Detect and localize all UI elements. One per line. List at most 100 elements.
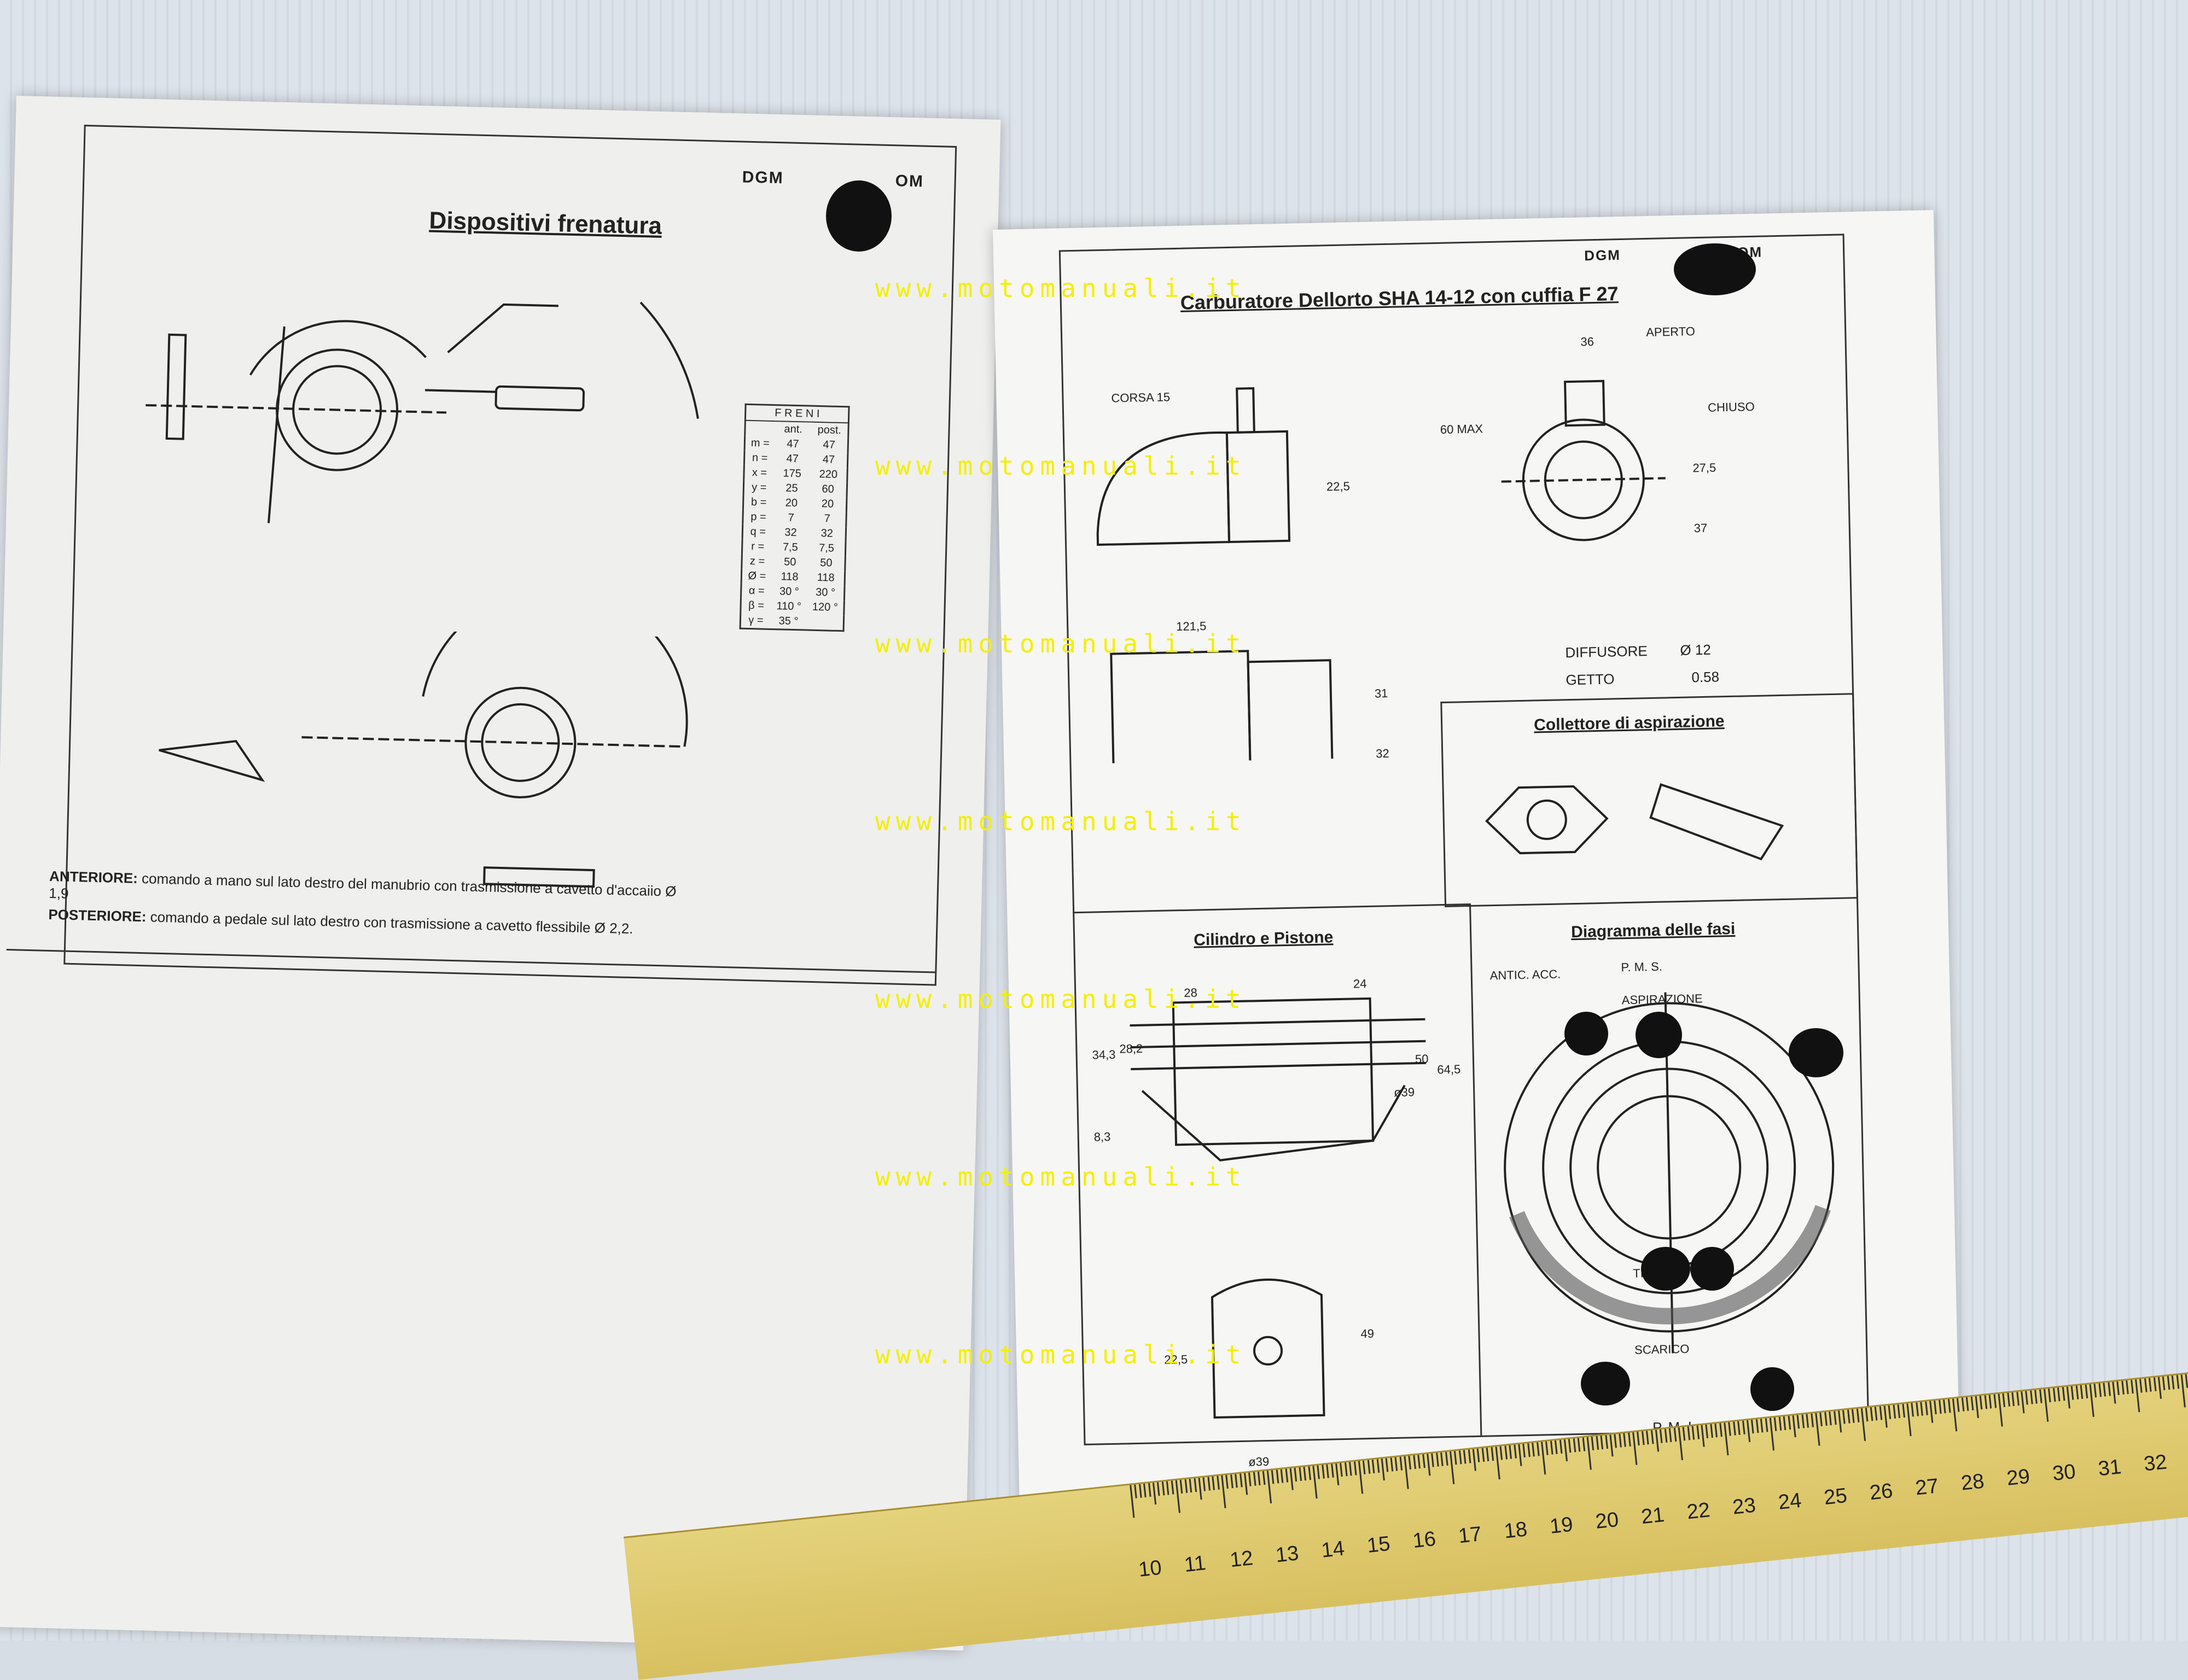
ruler-tick [1769, 1418, 1775, 1451]
ruler-tick [1545, 1441, 1549, 1455]
ruler-tick [1171, 1480, 1174, 1495]
brake-table-col-post: post. [817, 423, 842, 437]
ruler-tick [1248, 1472, 1252, 1486]
ruler-tick [1737, 1421, 1741, 1435]
ruler-tick [2016, 1392, 2020, 1406]
ruler-tick [1678, 1427, 1683, 1461]
ruler-tick [1363, 1460, 1366, 1474]
ruler-tick [1371, 1459, 1375, 1474]
collettore-drawing [1485, 783, 1784, 861]
ruler-number: 14 [1320, 1537, 1346, 1562]
phase-diagram [1504, 992, 1835, 1354]
left-header-suffix: OM [895, 172, 924, 191]
ruler-tick [1202, 1477, 1206, 1491]
ruler-tick [1367, 1460, 1371, 1474]
watermark-text: www.motomanuali.it [875, 984, 1247, 1014]
redaction-blob [1750, 1367, 1794, 1411]
ruler-tick [1577, 1438, 1581, 1452]
ruler-tick [1504, 1445, 1508, 1460]
ruler-tick [1705, 1424, 1709, 1439]
ruler-tick [1445, 1451, 1448, 1466]
ruler-number: 27 [1914, 1474, 1940, 1500]
ruler-tick [1961, 1397, 1965, 1411]
ruler-tick [2062, 1387, 2065, 1401]
cyl-dim-8: 8,3 [1093, 1129, 1111, 1144]
brake-table-cell: p = [750, 511, 766, 523]
ruler-number: 12 [1229, 1547, 1254, 1572]
ruler-tick [1326, 1464, 1330, 1478]
ruler-tick [1975, 1396, 1979, 1419]
cyl-dim-28b: 28,2 [1119, 1041, 1143, 1056]
redaction-blob [1674, 243, 1756, 295]
brake-table-cell: n = [752, 452, 768, 464]
brake-table-cell [806, 615, 844, 631]
ruler-tick [1330, 1463, 1334, 1478]
ruler-tick [1710, 1424, 1713, 1438]
ruler-tick [1732, 1421, 1736, 1436]
piston-dim-49: 49 [1360, 1326, 1375, 1341]
ruler-tick [1842, 1410, 1846, 1424]
ruler-tick [1714, 1424, 1718, 1438]
brake-table-cell: 25 [785, 482, 798, 495]
ruler-tick [1344, 1462, 1348, 1477]
ruler-tick [1783, 1416, 1787, 1431]
rear-brake-drawing [159, 623, 688, 888]
ruler-tick [1668, 1428, 1672, 1443]
ruler-tick [1509, 1445, 1512, 1459]
diagramma-title: Diagramma delle fasi [1570, 919, 1736, 942]
ruler-tick [2057, 1387, 2061, 1402]
ruler-tick [1605, 1435, 1608, 1449]
ruler-tick [1632, 1432, 1638, 1465]
ruler-tick [1701, 1425, 1705, 1447]
ruler-tick [1189, 1479, 1192, 1493]
ruler-tick [1687, 1426, 1690, 1440]
redaction-blob [1789, 1028, 1843, 1077]
ruler-number: 15 [1366, 1532, 1392, 1558]
ruler-number: 29 [2005, 1465, 2032, 1490]
ruler-tick [1244, 1473, 1248, 1495]
ruler-tick [1774, 1417, 1777, 1431]
ruler-tick [1477, 1448, 1480, 1462]
ruler-tick [1417, 1455, 1421, 1469]
carb-label-31: 31 [1374, 686, 1388, 701]
ruler-tick [1495, 1446, 1500, 1480]
ruler-tick [2185, 1374, 2188, 1388]
ruler-tick [2085, 1384, 2088, 1399]
brake-table-cell: α = [748, 584, 765, 597]
ruler-tick [1838, 1410, 1842, 1433]
redaction-blob [1564, 1012, 1608, 1055]
ruler-number: 19 [1549, 1513, 1574, 1538]
ruler-tick [1294, 1467, 1297, 1482]
note-rear-label: POSTERIORE: [48, 906, 147, 925]
diffusore-value: Ø 12 [1680, 641, 1712, 658]
redaction-blob [826, 180, 892, 252]
ruler-tick [1235, 1474, 1238, 1488]
brake-table-cell: y = [751, 481, 767, 494]
ruler-tick [1399, 1456, 1403, 1471]
ruler-tick [2089, 1384, 2094, 1418]
phase-label-aspirazione: ASPIRAZIONE [1621, 991, 1703, 1007]
ruler-tick [1312, 1466, 1318, 1499]
brake-table-cell: 32 [821, 527, 834, 540]
brake-table-cell: 32 [784, 526, 797, 539]
ruler-tick [1874, 1407, 1878, 1421]
brake-table-cell: b = [750, 496, 767, 509]
ruler-tick [2121, 1380, 2125, 1395]
ruler-tick [1984, 1395, 1988, 1409]
carb-label-27: 27,5 [1692, 460, 1716, 475]
ruler-tick [2153, 1377, 2157, 1391]
ruler-tick [1491, 1447, 1494, 1461]
ruler-tick [1458, 1450, 1462, 1465]
ruler-tick [1683, 1427, 1686, 1441]
ruler-tick [1824, 1411, 1828, 1426]
ruler-tick [2029, 1390, 2033, 1404]
ruler-tick [1938, 1400, 1942, 1414]
ruler-tick [1906, 1403, 1912, 1437]
ruler-tick [1664, 1428, 1668, 1443]
ruler-tick [1555, 1440, 1558, 1454]
ruler-tick [1353, 1461, 1357, 1475]
ruler-tick [2135, 1379, 2140, 1413]
brake-table-cell: 20 [785, 497, 798, 510]
ruler-tick [1138, 1484, 1142, 1498]
carb-label-22: 22,5 [1326, 479, 1351, 494]
